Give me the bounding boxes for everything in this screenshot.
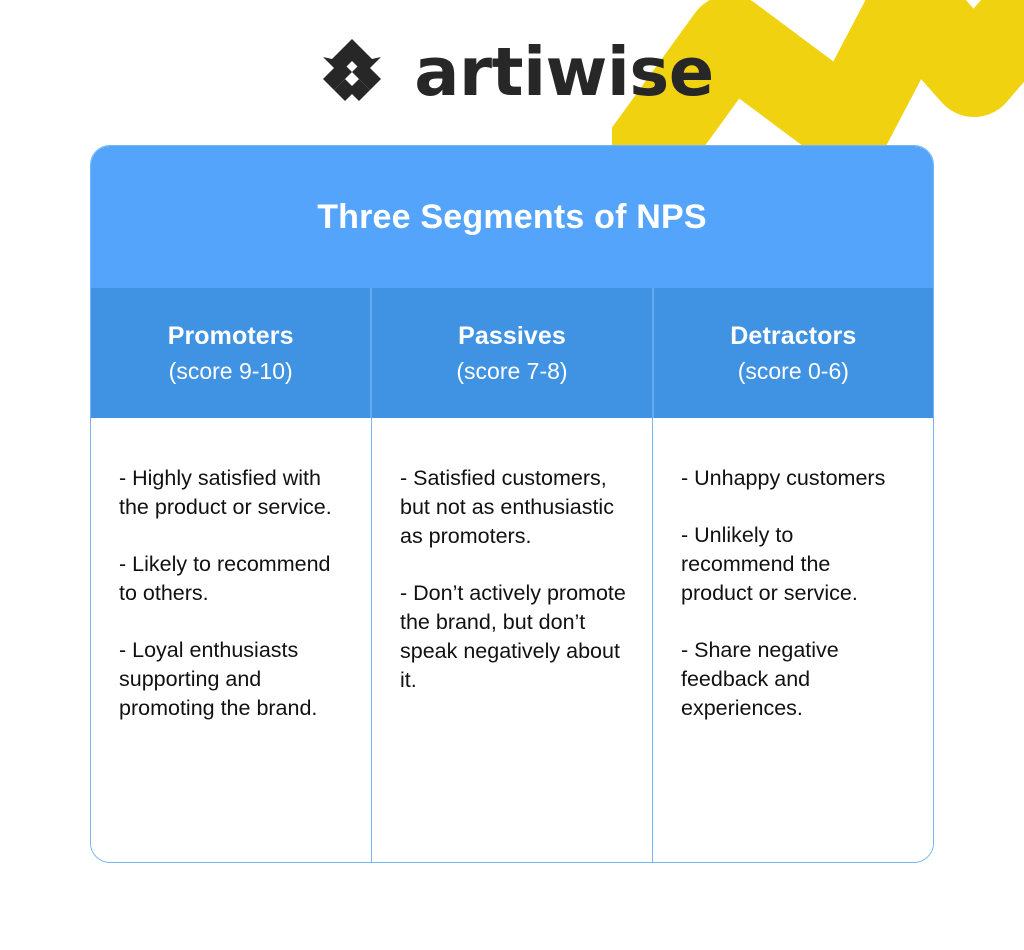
nps-segments-card: Three Segments of NPS Promoters (score 9… xyxy=(90,145,934,863)
segment-body-row: - Highly satisfied with the product or s… xyxy=(91,418,933,862)
segment-body-promoters: - Highly satisfied with the product or s… xyxy=(91,418,371,862)
segment-body-detractors: - Unhappy customers - Unlikely to recomm… xyxy=(652,418,933,862)
list-item: - Share negative feedback and experience… xyxy=(681,638,839,720)
segment-score-promoters: (score 9-10) xyxy=(168,357,293,384)
list-item: - Don’t actively promote the brand, but … xyxy=(400,581,626,692)
brand-wordmark: artiwise xyxy=(414,32,714,111)
segment-header-promoters: Promoters (score 9-10) xyxy=(91,288,370,418)
segment-body-passives: - Satisfied customers, but not as enthus… xyxy=(371,418,652,862)
list-item: - Unhappy customers xyxy=(681,466,886,490)
artiwise-chevron-logo-icon xyxy=(323,39,382,101)
list-item: - Loyal enthusiasts supporting and promo… xyxy=(119,638,318,720)
list-item: - Likely to recommend to others. xyxy=(119,552,331,605)
segment-header-passives: Passives (score 7-8) xyxy=(370,288,651,418)
segment-score-detractors: (score 0-6) xyxy=(737,357,849,384)
card-title-band: Three Segments of NPS xyxy=(91,146,933,288)
list-item: - Highly satisfied with the product or s… xyxy=(119,466,332,519)
segment-name-detractors: Detractors xyxy=(730,321,857,350)
page-title: Three Segments of NPS xyxy=(317,197,707,236)
list-item: - Unlikely to recommend the product or s… xyxy=(681,523,858,605)
list-item: - Satisfied customers, but not as enthus… xyxy=(400,466,614,548)
segment-header-row: Promoters (score 9-10) Passives (score 7… xyxy=(91,288,933,418)
segment-name-promoters: Promoters xyxy=(167,321,294,350)
brand-lockup: artiwise xyxy=(0,30,1024,110)
segment-header-detractors: Detractors (score 0-6) xyxy=(651,288,933,418)
segment-name-passives: Passives xyxy=(458,321,566,350)
segment-score-passives: (score 7-8) xyxy=(456,357,568,384)
